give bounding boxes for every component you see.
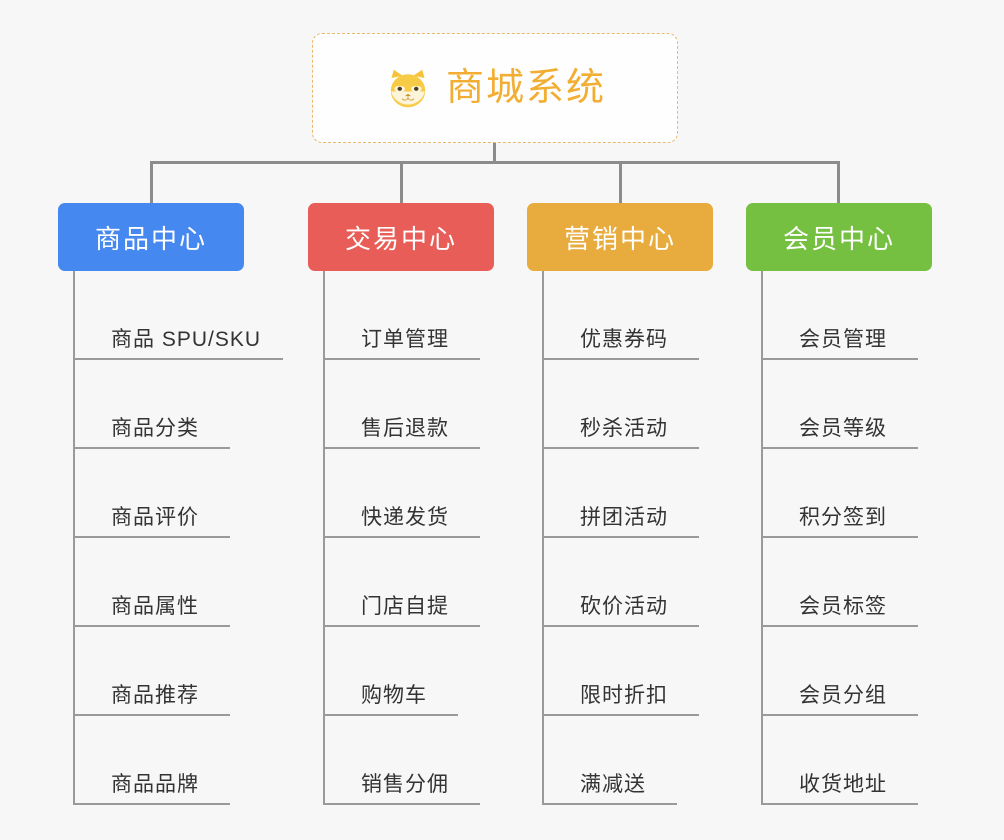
- leaf-label: 订单管理: [361, 328, 449, 351]
- leaf-underline: [75, 625, 230, 627]
- leaf-underline: [763, 803, 918, 805]
- category-column-product: 商品中心 商品 SPU/SKU 商品分类 商品评价 商品属性 商品推荐: [58, 203, 283, 805]
- leaf-label: 收货地址: [799, 773, 887, 796]
- leaf-item[interactable]: 会员等级: [763, 360, 932, 449]
- leaf-underline: [544, 714, 699, 716]
- leaf-underline: [75, 358, 283, 360]
- leaf-label: 限时折扣: [580, 684, 668, 707]
- leaf-label: 满减送: [580, 773, 646, 796]
- leaf-item[interactable]: 优惠券码: [544, 271, 713, 360]
- leaf-item[interactable]: 商品分类: [75, 360, 244, 449]
- leaf-item[interactable]: 会员标签: [763, 538, 932, 627]
- root-title: 商城系统: [445, 67, 606, 109]
- category-node-member[interactable]: 会员中心: [746, 203, 932, 271]
- leaf-item[interactable]: 会员管理: [763, 271, 932, 360]
- leaf-label: 商品 SPU/SKU: [111, 328, 262, 351]
- leaf-label: 砍价活动: [580, 595, 668, 618]
- connector-drop-1: [150, 161, 153, 204]
- root-node[interactable]: 商城系统: [312, 33, 678, 143]
- leaf-item[interactable]: 商品 SPU/SKU: [75, 271, 283, 360]
- leaf-item[interactable]: 商品评价: [75, 449, 244, 538]
- leaf-list-member: 会员管理 会员等级 积分签到 会员标签 会员分组 收货地址: [761, 271, 932, 805]
- leaf-item[interactable]: 门店自提: [325, 538, 494, 627]
- leaf-underline: [544, 358, 699, 360]
- leaf-item[interactable]: 拼团活动: [544, 449, 713, 538]
- leaf-item[interactable]: 积分签到: [763, 449, 932, 538]
- leaf-label: 商品属性: [111, 595, 199, 618]
- leaf-underline: [325, 803, 480, 805]
- leaf-label: 商品推荐: [111, 684, 199, 707]
- category-node-trade[interactable]: 交易中心: [308, 203, 494, 271]
- leaf-label: 销售分佣: [361, 773, 449, 796]
- category-column-trade: 交易中心 订单管理 售后退款 快递发货 门店自提 购物车: [308, 203, 494, 805]
- leaf-list-trade: 订单管理 售后退款 快递发货 门店自提 购物车 销售分佣: [323, 271, 494, 805]
- category-column-member: 会员中心 会员管理 会员等级 积分签到 会员标签 会员分组: [746, 203, 932, 805]
- leaf-underline: [325, 358, 480, 360]
- leaf-item[interactable]: 满减送: [544, 716, 713, 805]
- category-label: 交易中心: [344, 223, 457, 254]
- leaf-underline: [763, 358, 918, 360]
- leaf-item[interactable]: 会员分组: [763, 627, 932, 716]
- category-node-product[interactable]: 商品中心: [58, 203, 244, 271]
- leaf-label: 会员分组: [799, 684, 887, 707]
- connector-drop-4: [837, 161, 840, 204]
- connector-horizontal-bus: [150, 161, 840, 164]
- leaf-item[interactable]: 商品品牌: [75, 716, 244, 805]
- leaf-label: 秒杀活动: [580, 417, 668, 440]
- leaf-item[interactable]: 收货地址: [763, 716, 932, 805]
- leaf-underline: [544, 625, 699, 627]
- leaf-item[interactable]: 购物车: [325, 627, 494, 716]
- leaf-item[interactable]: 快递发货: [325, 449, 494, 538]
- leaf-item[interactable]: 售后退款: [325, 360, 494, 449]
- leaf-label: 门店自提: [361, 595, 449, 618]
- leaf-underline: [75, 714, 230, 716]
- leaf-label: 商品评价: [111, 506, 199, 529]
- leaf-list-product: 商品 SPU/SKU 商品分类 商品评价 商品属性 商品推荐 商品品牌: [73, 271, 283, 805]
- leaf-underline: [325, 536, 480, 538]
- connector-drop-3: [619, 161, 622, 204]
- leaf-item[interactable]: 商品属性: [75, 538, 244, 627]
- leaf-item[interactable]: 订单管理: [325, 271, 494, 360]
- leaf-label: 拼团活动: [580, 506, 668, 529]
- leaf-underline: [75, 447, 230, 449]
- leaf-label: 售后退款: [361, 417, 449, 440]
- leaf-underline: [75, 536, 230, 538]
- leaf-underline: [763, 536, 918, 538]
- leaf-item[interactable]: 商品推荐: [75, 627, 244, 716]
- leaf-underline: [325, 447, 480, 449]
- leaf-underline: [763, 447, 918, 449]
- leaf-underline: [544, 536, 699, 538]
- leaf-label: 优惠券码: [580, 328, 668, 351]
- category-label: 商品中心: [94, 223, 207, 254]
- leaf-item[interactable]: 限时折扣: [544, 627, 713, 716]
- leaf-label: 购物车: [361, 684, 427, 707]
- connector-root-stem: [493, 143, 496, 163]
- category-node-marketing[interactable]: 营销中心: [527, 203, 713, 271]
- leaf-label: 积分签到: [799, 506, 887, 529]
- leaf-list-marketing: 优惠券码 秒杀活动 拼团活动 砍价活动 限时折扣 满减送: [542, 271, 713, 805]
- leaf-label: 会员标签: [799, 595, 887, 618]
- category-column-marketing: 营销中心 优惠券码 秒杀活动 拼团活动 砍价活动 限时折扣: [527, 203, 713, 805]
- leaf-label: 商品品牌: [111, 773, 199, 796]
- leaf-underline: [325, 625, 480, 627]
- leaf-label: 商品分类: [111, 417, 199, 440]
- leaf-underline: [544, 447, 699, 449]
- connector-drop-2: [400, 161, 403, 204]
- category-label: 营销中心: [563, 223, 676, 254]
- category-label: 会员中心: [782, 223, 895, 254]
- leaf-label: 会员等级: [799, 417, 887, 440]
- leaf-underline: [763, 625, 918, 627]
- leaf-item[interactable]: 秒杀活动: [544, 360, 713, 449]
- leaf-underline: [544, 803, 677, 805]
- leaf-underline: [75, 803, 230, 805]
- leaf-label: 会员管理: [799, 328, 887, 351]
- leaf-label: 快递发货: [361, 506, 449, 529]
- leaf-item[interactable]: 砍价活动: [544, 538, 713, 627]
- leaf-underline: [763, 714, 918, 716]
- leaf-underline: [325, 714, 458, 716]
- leaf-item[interactable]: 销售分佣: [325, 716, 494, 805]
- shiba-dog-icon: [384, 66, 432, 114]
